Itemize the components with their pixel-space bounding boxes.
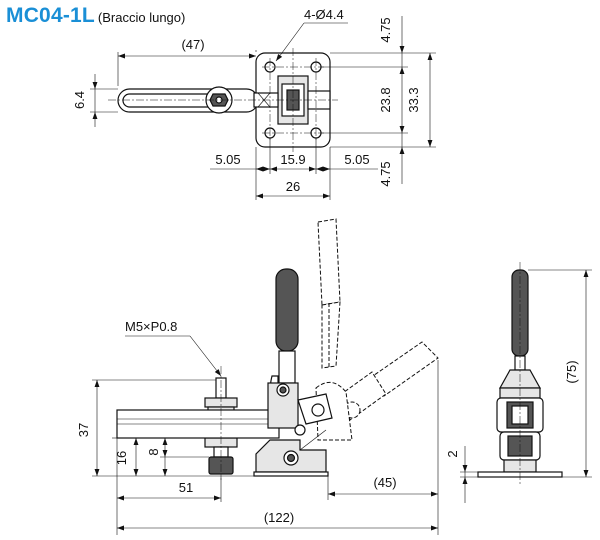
ghost-handle-angled bbox=[315, 341, 439, 441]
dim-edge-bottom: 4.75 bbox=[378, 161, 393, 186]
pivot-pin-link bbox=[311, 403, 325, 417]
pivot-pin-base-core bbox=[286, 453, 296, 463]
ghost-handle-vertical bbox=[317, 218, 341, 369]
dim-edge-left: 5.05 bbox=[215, 152, 240, 167]
dim-hole-pitch-v: 23.8 bbox=[378, 87, 393, 112]
dim-base-height: 33.3 bbox=[406, 87, 421, 112]
dim-open-travel: (45) bbox=[373, 475, 396, 490]
pivot-pin-mid bbox=[294, 424, 306, 436]
end-view: (75) 2 bbox=[445, 262, 592, 503]
side-view: M5×P0.8 37 16 8 51 (45) (122) bbox=[76, 218, 439, 535]
dim-handle-length: (47) bbox=[181, 37, 204, 52]
dim-height-8: 8 bbox=[146, 448, 161, 455]
dim-hole-spec: 4-Ø4.4 bbox=[304, 7, 344, 22]
model-variant: (Braccio lungo) bbox=[97, 10, 186, 25]
model-code: MC04-1L bbox=[6, 4, 95, 27]
dim-handle-width: 6.4 bbox=[72, 91, 87, 109]
dim-reach: 51 bbox=[179, 480, 193, 495]
handle-shaft bbox=[278, 350, 296, 384]
dim-edge-right: 5.05 bbox=[344, 152, 369, 167]
base-foot bbox=[253, 471, 329, 477]
dim-base-width: 26 bbox=[286, 179, 300, 194]
top-view: (47) 4-Ø4.4 6.4 4.75 23.8 33.3 4.75 bbox=[72, 7, 436, 200]
dim-overall-length: (122) bbox=[264, 510, 294, 525]
dim-end-height: (75) bbox=[564, 360, 579, 383]
dim-thread: M5×P0.8 bbox=[125, 319, 177, 334]
dim-edge-top: 4.75 bbox=[378, 17, 393, 42]
drawing-title: MC04-1L(Braccio lungo) bbox=[6, 4, 185, 28]
dim-hole-pitch-h: 15.9 bbox=[280, 152, 305, 167]
dim-height-16: 16 bbox=[114, 451, 129, 465]
dim-height-37: 37 bbox=[76, 423, 91, 437]
pivot-pin-upper-core bbox=[279, 386, 287, 394]
handle-grip bbox=[275, 268, 299, 352]
dim-base-thickness: 2 bbox=[445, 450, 460, 457]
